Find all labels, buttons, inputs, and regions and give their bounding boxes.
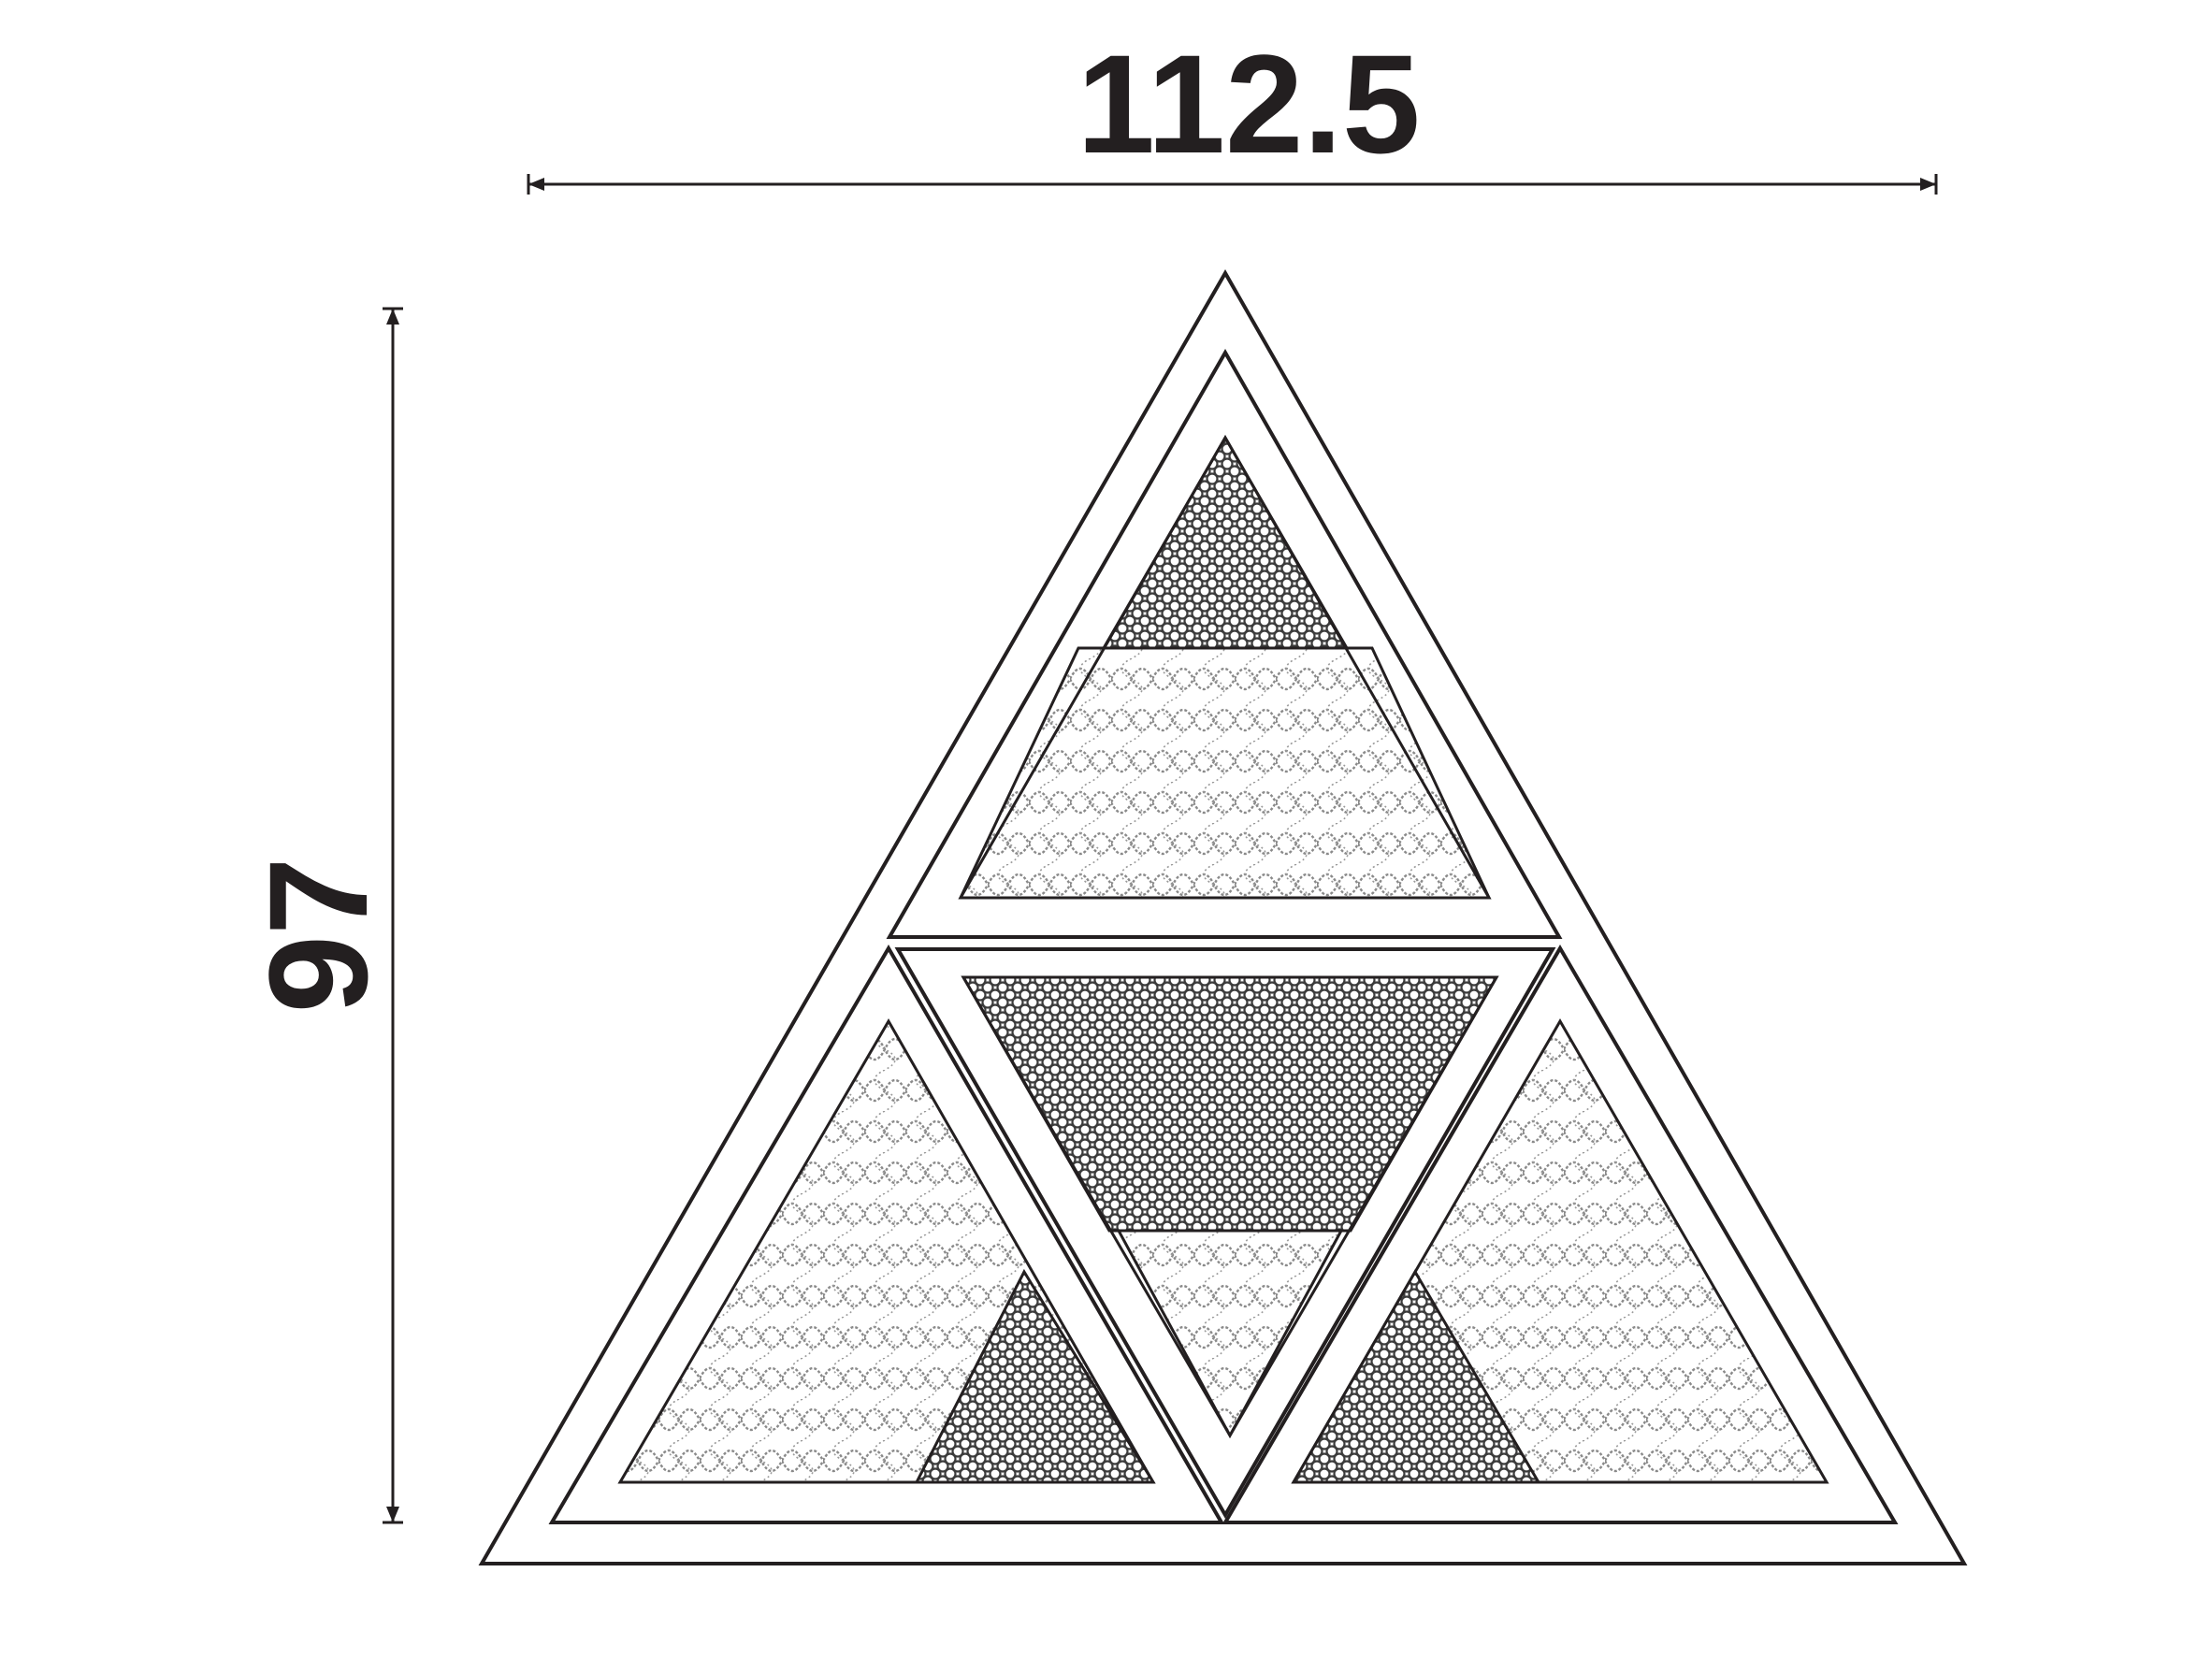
top-panel-fine-cap <box>1101 435 1350 650</box>
width-dimension: 112.5 <box>527 25 1938 195</box>
right-panel <box>1291 1018 1829 1484</box>
height-dimension: 97 <box>239 307 403 1524</box>
right-sub-frame <box>1222 945 1899 1524</box>
center-panel <box>961 975 1499 1439</box>
top-panel-outline <box>958 434 1492 900</box>
height-label: 97 <box>239 858 397 1014</box>
top-panel-light-band <box>958 646 1492 900</box>
top-panel <box>958 434 1492 900</box>
width-right-arrow <box>1920 178 1936 191</box>
width-label: 112.5 <box>1077 25 1420 182</box>
height-top-arrow <box>386 309 399 325</box>
left-panel-fine-corner <box>914 1268 1156 1484</box>
height-bottom-arrow <box>386 1507 399 1522</box>
outer-triangle-frame <box>478 268 1968 1565</box>
width-left-arrow <box>528 178 544 191</box>
top-sub-frame <box>886 348 1563 939</box>
center-inverted-sub-frame <box>894 947 1556 1519</box>
right-panel-fine-corner <box>1291 1269 1541 1484</box>
left-sub-frame <box>548 945 1225 1524</box>
left-panel <box>617 1018 1156 1484</box>
center-panel-outline <box>961 975 1499 1438</box>
